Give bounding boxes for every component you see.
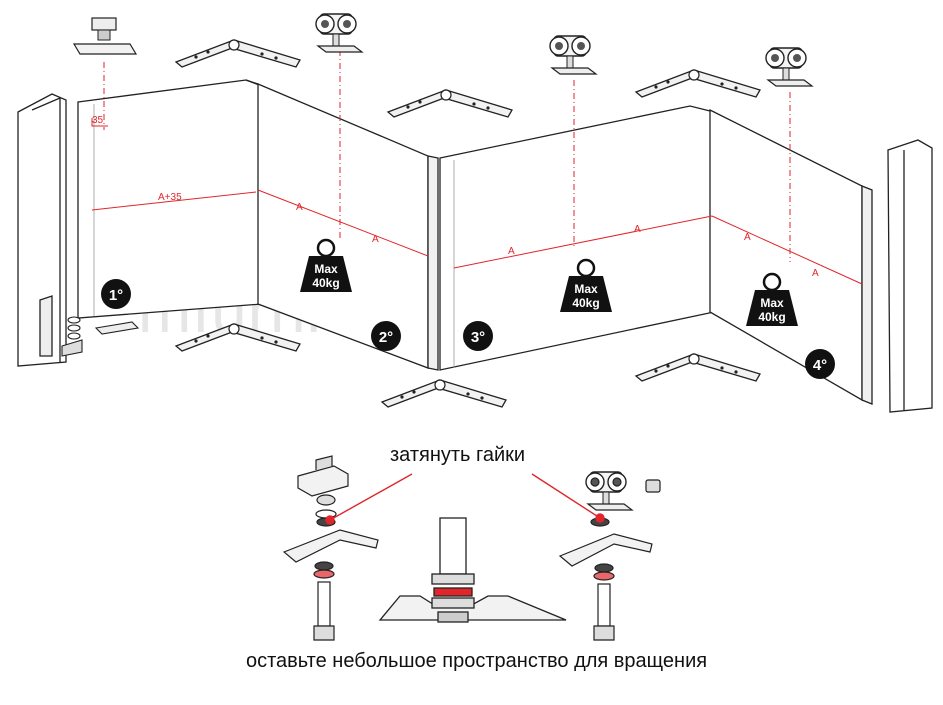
weight-badge-2-line1: Max [574, 282, 598, 296]
weight-badge-1-line1: Max [314, 262, 338, 276]
bottom-hinge-3 [635, 353, 761, 382]
dim-a-3: A [508, 246, 515, 257]
dim-a-2: A [372, 234, 379, 245]
weight-badge-1-line2: 40kg [312, 276, 339, 290]
weight-badge-3-line2: 40kg [758, 310, 785, 324]
dim-offset-panel1: A+35 [158, 192, 182, 203]
tighten-nuts-caption: затянуть гайки [390, 444, 526, 466]
callout-pointers [325, 473, 605, 525]
right-assembly-detail [558, 471, 661, 641]
dim-a-6: A [812, 268, 819, 279]
panel-label-4: 4° [813, 357, 827, 374]
right-jamb [887, 139, 933, 413]
panel-number-3: 3° [463, 321, 493, 351]
dim-a-4: A [634, 224, 641, 235]
panel-number-2: 2° [371, 321, 401, 351]
bottom-pivot [61, 316, 140, 357]
panel-label-1: 1° [109, 287, 123, 304]
left-jamb [17, 93, 67, 367]
panel-number-1: 1° [101, 279, 131, 309]
weight-badge-3: Max 40kg [744, 272, 800, 328]
top-hinge-1 [175, 39, 301, 68]
top-hinge-2 [387, 89, 513, 118]
top-hinge-3 [635, 69, 761, 98]
dim-offset-top: 35 [92, 115, 104, 126]
roller-3 [765, 47, 813, 87]
panel-label-3: 3° [471, 329, 485, 346]
bottom-hinge-2 [381, 379, 507, 408]
rotation-space-caption: оставьте небольшое пространство для вращ… [246, 650, 708, 672]
weight-badge-3-line1: Max [760, 296, 784, 310]
weight-badge-1: Max 40kg [298, 238, 354, 294]
weight-badge-2: Max 40kg [558, 258, 614, 314]
weight-badge-2-line2: 40kg [572, 296, 599, 310]
panel-label-2: 2° [379, 329, 393, 346]
roller-2 [549, 35, 597, 75]
dim-a-1: A [296, 202, 303, 213]
panel-number-4: 4° [805, 349, 835, 379]
center-section-detail [378, 517, 567, 623]
dimension-labels: 35 A+35 A A A A A A [92, 115, 819, 279]
dimension-lines [91, 50, 863, 285]
left-assembly-detail [282, 455, 379, 641]
dim-a-5: A [744, 232, 751, 243]
panel-2 [245, 79, 439, 371]
roller-1 [315, 13, 363, 53]
top-pivot [72, 17, 138, 55]
panel-4 [709, 108, 873, 405]
